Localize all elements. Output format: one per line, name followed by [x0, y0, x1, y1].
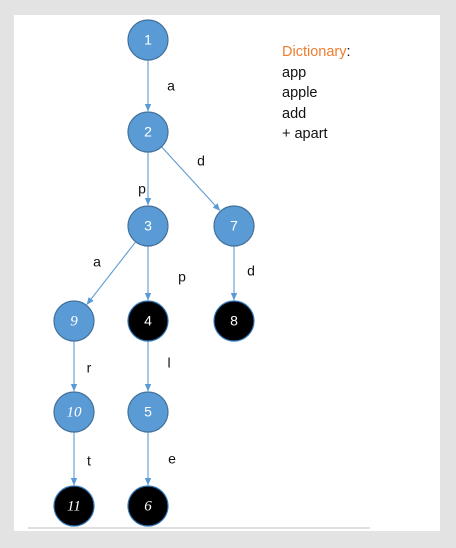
node-circle: [127, 111, 169, 153]
edge-label: d: [197, 153, 205, 169]
node-label: 6: [144, 498, 152, 514]
node-label: 7: [230, 218, 238, 234]
edge-label: d: [247, 263, 255, 279]
dictionary-word: apple: [282, 85, 318, 101]
node-label: 11: [67, 498, 81, 514]
trie-node-2: 2: [127, 111, 169, 153]
dictionary-word: app: [282, 64, 307, 81]
node-label: 2: [144, 124, 152, 140]
terminal-node-circle: [127, 485, 169, 527]
edge-label: p: [178, 269, 186, 285]
edge-label: e: [168, 451, 176, 467]
terminal-node-circle: [213, 300, 255, 342]
trie-node-5: 5: [127, 391, 169, 433]
node-label: 4: [144, 313, 152, 329]
node-label: 8: [230, 313, 238, 329]
trie-node-4: 4: [127, 300, 169, 342]
node-label: 3: [144, 218, 152, 234]
edges-layer: [70, 60, 238, 486]
trie-node-1: 1: [127, 19, 169, 61]
dictionary-title-colon: :: [346, 44, 351, 60]
node-label: 10: [67, 404, 83, 420]
node-label: 9: [70, 313, 78, 329]
node-label: 1: [144, 32, 152, 48]
node-circle: [127, 205, 169, 247]
node-circle: [213, 205, 255, 247]
dictionary-word: add: [282, 105, 307, 122]
node-circle: [53, 391, 95, 433]
edge-label: p: [138, 181, 146, 197]
dictionary-title: Dictionary: [282, 44, 347, 60]
dictionary-word: + apart: [282, 126, 328, 142]
terminal-node-circle: [53, 485, 95, 527]
edge-label: a: [167, 78, 175, 94]
trie-node-9: 9: [53, 300, 95, 342]
trie-node-3: 3: [127, 205, 169, 247]
dictionary-title-line: Dictionary:: [282, 42, 351, 63]
node-circle: [127, 19, 169, 61]
edge-labels-layer: a p d a p d r l t e: [87, 78, 255, 469]
edge-3-9: [86, 241, 137, 305]
trie-node-11: 11: [53, 485, 95, 527]
edge-label: l: [167, 355, 170, 371]
node-circle: [53, 300, 95, 342]
node-label: 5: [144, 404, 152, 420]
nodes-layer: 1 2 3 7 9 4 8 10 5 11 6: [53, 19, 255, 527]
trie-node-7: 7: [213, 205, 255, 247]
terminal-node-circle: [127, 300, 169, 342]
edge-label: t: [87, 453, 91, 469]
edge-label: r: [87, 360, 92, 376]
dictionary-box: Dictionary: app apple add + apart: [282, 42, 351, 145]
trie-node-6: 6: [127, 485, 169, 527]
diagram-canvas: [14, 15, 440, 531]
trie-node-8: 8: [213, 300, 255, 342]
trie-node-10: 10: [53, 391, 95, 433]
edge-2-7: [161, 146, 221, 211]
edge-label: a: [93, 254, 101, 270]
node-circle: [127, 391, 169, 433]
